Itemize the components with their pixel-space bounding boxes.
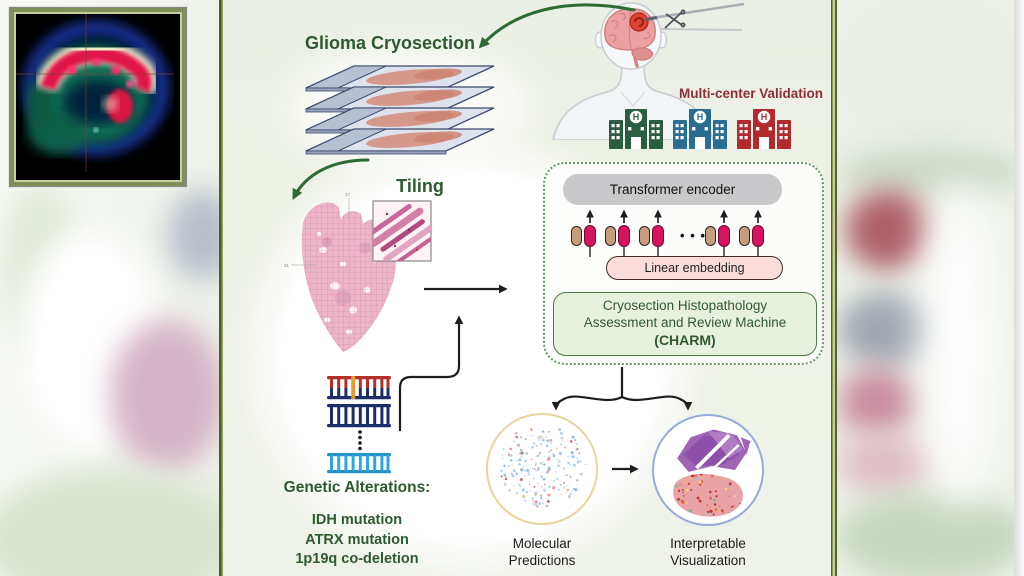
charm-title-box: Cryosection Histopathology Assessment an…: [553, 292, 817, 356]
token-tan: [571, 226, 582, 246]
whole-slide-image: 17 21: [284, 192, 432, 352]
molecular-predictions-circle: [486, 413, 598, 525]
molecular-predictions-label: Molecular Predictions: [508, 536, 576, 568]
genetic-alterations-header: Genetic Alterations:: [283, 479, 431, 496]
charm-acronym: (CHARM): [654, 332, 716, 348]
token-tan: [739, 226, 750, 246]
genetic-alterations-list: IDH mutation ATRX mutation 1p19q co-dele…: [262, 511, 452, 570]
tumor-region-pink: [673, 473, 743, 517]
cryosection-slide-stack: [305, 65, 495, 155]
genetic-item-1p19q: 1p19q co-deletion: [295, 551, 419, 567]
glioma-cryosection-title: Glioma Cryosection: [304, 33, 476, 53]
linear-embedding-box: Linear embedding: [606, 256, 783, 280]
dna-ladder-navy: [327, 404, 391, 428]
wsi-axis-tick-left: 21: [284, 263, 290, 268]
token-tan: [639, 226, 650, 246]
dna-ladder-mutated: [327, 376, 391, 400]
multicenter-validation-label: Multi-center Validation: [678, 86, 824, 101]
tumor-spot: [629, 12, 649, 32]
surgical-instrument-2: [660, 28, 743, 31]
tissue-heatmap: [673, 429, 751, 517]
hospital-icon-red: [737, 109, 791, 149]
tiling-label: Tiling: [396, 176, 444, 196]
transformer-encoder-box: Transformer encoder: [563, 174, 782, 205]
hospital-icon-green: [609, 109, 663, 149]
charm-line2: Assessment and Review Machine: [583, 314, 787, 330]
brain-pet-scan-image: [10, 8, 186, 186]
token-magenta: [752, 225, 764, 247]
token-tan: [705, 226, 716, 246]
token-tan: [605, 226, 616, 246]
screen-edge: [1014, 0, 1024, 576]
tissue-region-purple: [677, 429, 751, 472]
genetic-item-idh: IDH mutation: [311, 512, 403, 528]
token-magenta: [584, 225, 596, 247]
dna-ellipsis-dots: [358, 430, 362, 451]
dna-ladders: [327, 376, 391, 474]
linear-embedding-label: Linear embedding: [644, 261, 745, 275]
molecular-scatter-plot: [499, 428, 588, 508]
tokens-ellipsis: • • •: [680, 228, 706, 243]
interpretable-visualization-circle: [652, 414, 764, 526]
hospital-icon-blue: [673, 109, 727, 149]
dna-ladder-cyan: [327, 453, 391, 474]
token-magenta: [652, 225, 664, 247]
token-magenta: [718, 225, 730, 247]
panel-border-right: [831, 0, 837, 576]
interpretable-visualization-label: Interpretable Visualization: [670, 536, 746, 568]
charm-line1: Cryosection Histopathology: [602, 298, 768, 313]
genetic-item-atrx: ATRX mutation: [305, 531, 409, 548]
transformer-encoder-label: Transformer encoder: [609, 182, 736, 197]
token-magenta: [618, 225, 630, 247]
blurred-background-right: [837, 0, 1024, 576]
panel-border-left: [219, 0, 223, 576]
forceps-icon: [664, 9, 686, 29]
surgical-instrument: [645, 2, 745, 21]
brain-pet-scan-thumbnail: [8, 6, 188, 188]
wsi-axis-tick-top: 17: [345, 192, 351, 197]
